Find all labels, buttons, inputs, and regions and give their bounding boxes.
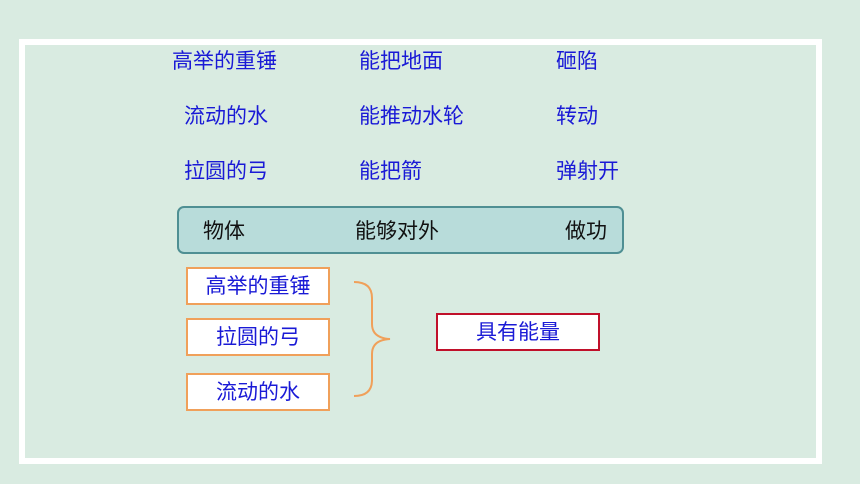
summary-result: 做功 — [565, 219, 607, 243]
row-1-subject: 高举的重锤 — [172, 49, 277, 73]
summary-box: 物体 能够对外 做功 — [177, 206, 624, 254]
row-2-subject: 流动的水 — [184, 104, 268, 128]
row-2-action: 能推动水轮 — [359, 104, 464, 128]
example-box-bow: 拉圆的弓 — [186, 318, 330, 356]
row-2-result: 转动 — [556, 104, 598, 128]
slide-frame — [19, 39, 822, 464]
summary-action: 能够对外 — [355, 219, 439, 243]
example-box-water: 流动的水 — [186, 373, 330, 411]
summary-subject: 物体 — [203, 219, 245, 243]
row-3-subject: 拉圆的弓 — [184, 159, 268, 183]
row-3-action: 能把箭 — [359, 159, 422, 183]
curly-brace-icon — [353, 281, 391, 397]
row-1-action: 能把地面 — [359, 49, 443, 73]
row-3-result: 弹射开 — [556, 159, 619, 183]
row-1-result: 砸陷 — [556, 49, 598, 73]
example-box-hammer: 高举的重锤 — [186, 267, 330, 305]
conclusion-box: 具有能量 — [436, 313, 600, 351]
